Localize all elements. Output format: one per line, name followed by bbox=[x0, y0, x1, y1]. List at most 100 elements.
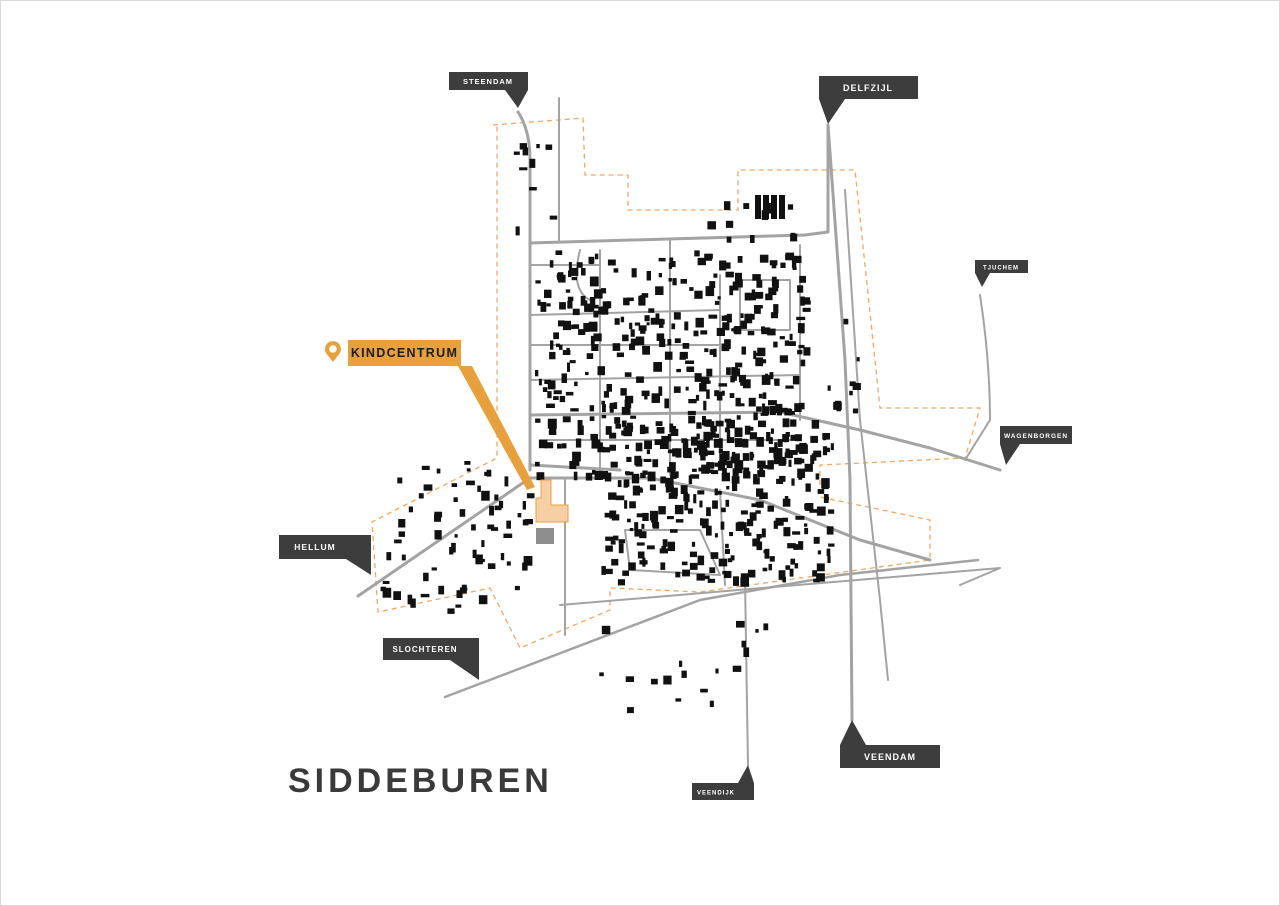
building bbox=[451, 542, 456, 553]
building bbox=[662, 539, 668, 547]
building bbox=[721, 507, 726, 513]
building bbox=[456, 590, 463, 598]
building bbox=[455, 604, 462, 608]
building bbox=[804, 523, 808, 527]
building bbox=[550, 340, 554, 350]
building bbox=[736, 620, 745, 628]
kindcentrum-label[interactable]: KINDCENTRUM bbox=[348, 340, 461, 366]
building bbox=[697, 257, 706, 266]
building bbox=[724, 418, 732, 423]
building bbox=[719, 438, 723, 448]
building bbox=[646, 449, 650, 455]
building bbox=[675, 519, 684, 523]
building bbox=[724, 201, 731, 211]
building bbox=[617, 480, 622, 488]
building bbox=[654, 439, 663, 445]
building bbox=[797, 349, 803, 355]
building bbox=[674, 338, 681, 343]
building bbox=[675, 448, 682, 458]
building bbox=[398, 519, 406, 528]
building bbox=[732, 468, 739, 477]
building bbox=[726, 460, 733, 469]
building bbox=[490, 527, 499, 531]
building bbox=[594, 253, 599, 260]
building bbox=[583, 323, 590, 332]
building bbox=[624, 399, 632, 409]
building bbox=[629, 343, 635, 351]
building bbox=[833, 401, 842, 410]
building bbox=[706, 438, 710, 448]
building bbox=[742, 453, 750, 461]
building bbox=[610, 461, 618, 468]
building bbox=[626, 456, 632, 462]
building bbox=[535, 370, 539, 377]
building bbox=[735, 362, 743, 368]
building bbox=[638, 325, 647, 331]
building bbox=[522, 519, 529, 526]
building bbox=[625, 676, 634, 682]
building bbox=[614, 318, 620, 325]
building bbox=[709, 700, 714, 708]
building bbox=[571, 324, 575, 330]
building bbox=[454, 534, 458, 538]
building bbox=[759, 254, 769, 263]
building bbox=[608, 492, 617, 500]
building bbox=[809, 509, 818, 513]
building bbox=[726, 486, 730, 490]
building bbox=[703, 400, 707, 411]
building bbox=[646, 322, 650, 326]
building bbox=[714, 390, 720, 397]
building bbox=[724, 549, 730, 554]
building bbox=[545, 442, 554, 449]
building bbox=[817, 550, 822, 555]
building bbox=[737, 403, 745, 407]
building bbox=[423, 484, 433, 491]
building bbox=[744, 532, 752, 536]
building bbox=[504, 476, 509, 487]
building bbox=[740, 320, 747, 329]
building bbox=[642, 557, 646, 567]
building bbox=[699, 500, 703, 508]
building bbox=[624, 372, 632, 377]
building bbox=[782, 517, 788, 522]
building bbox=[671, 323, 676, 330]
building bbox=[769, 406, 776, 416]
building bbox=[570, 408, 579, 412]
building bbox=[562, 350, 571, 355]
building bbox=[477, 485, 481, 492]
building bbox=[756, 534, 762, 539]
building bbox=[659, 338, 666, 348]
building bbox=[618, 539, 625, 544]
building bbox=[573, 324, 580, 329]
building bbox=[747, 519, 754, 527]
building bbox=[680, 279, 687, 284]
building bbox=[580, 295, 586, 306]
building bbox=[816, 563, 825, 572]
building bbox=[674, 504, 684, 515]
building bbox=[624, 500, 628, 509]
building bbox=[743, 528, 750, 534]
building bbox=[644, 440, 652, 450]
building bbox=[754, 305, 761, 314]
building bbox=[817, 489, 825, 494]
building bbox=[734, 438, 743, 448]
building bbox=[459, 509, 466, 517]
building bbox=[567, 296, 574, 302]
building bbox=[714, 533, 718, 538]
building bbox=[636, 376, 644, 383]
building bbox=[592, 470, 596, 475]
building bbox=[856, 357, 860, 362]
building bbox=[790, 558, 796, 565]
building bbox=[782, 498, 791, 507]
building bbox=[785, 565, 791, 570]
direction-tag-veendam: VEENDAM bbox=[840, 720, 940, 768]
building bbox=[635, 336, 645, 346]
direction-tag-tjuchem: TJUCHEM bbox=[975, 260, 1028, 287]
building bbox=[737, 521, 744, 529]
building bbox=[689, 551, 697, 558]
building bbox=[472, 549, 477, 559]
building bbox=[686, 366, 695, 372]
building bbox=[788, 409, 793, 415]
building bbox=[547, 418, 557, 429]
building bbox=[706, 525, 712, 536]
